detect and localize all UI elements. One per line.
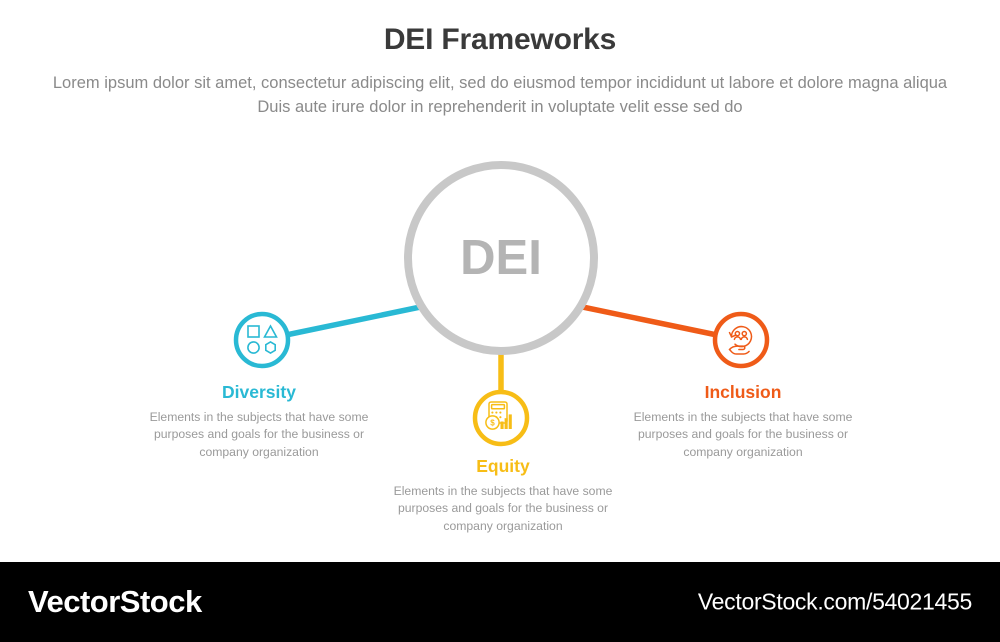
node-title-equity: Equity	[476, 456, 530, 476]
header: DEI Frameworks Lorem ipsum dolor sit ame…	[0, 22, 1000, 120]
node-title-inclusion: Inclusion	[704, 382, 782, 402]
shapes-icon	[247, 324, 278, 355]
calculator-chart-money-icon: $	[485, 401, 512, 430]
footer-brand: VectorStock	[28, 584, 202, 619]
dei-diagram: DEI	[128, 161, 874, 535]
footer-bar: VectorStock VectorStock.com/54021455	[0, 562, 1000, 642]
node-equity[interactable]: $	[472, 389, 530, 447]
diversity-circle[interactable]	[233, 311, 291, 369]
svg-text:$: $	[490, 419, 495, 428]
footer-url: VectorStock.com/54021455	[697, 588, 972, 615]
node-text-equity: Equity Elements in the subjects that hav…	[372, 456, 634, 535]
diagram-graphics: DEI	[233, 161, 770, 447]
node-diversity[interactable]	[233, 311, 291, 369]
connector-line-inclusion	[570, 302, 744, 343]
node-desc-diversity: Elements in the subjects that have some …	[149, 410, 369, 459]
node-desc-equity: Elements in the subjects that have some …	[393, 484, 613, 533]
page-subtitle: Lorem ipsum dolor sit amet, consectetur …	[52, 74, 948, 116]
page-title: DEI Frameworks	[383, 23, 617, 56]
connector-line-diversity	[259, 302, 433, 343]
node-text-diversity: Diversity Elements in the subjects that …	[128, 382, 390, 461]
center-circle[interactable]	[404, 161, 598, 355]
node-title-diversity: Diversity	[222, 382, 296, 402]
center-label: DEI	[460, 231, 542, 285]
node-text-inclusion: Inclusion Elements in the subjects that …	[612, 382, 874, 461]
node-inclusion[interactable]	[712, 311, 770, 369]
node-desc-inclusion: Elements in the subjects that have some …	[633, 410, 853, 459]
people-hand-icon	[728, 325, 753, 355]
